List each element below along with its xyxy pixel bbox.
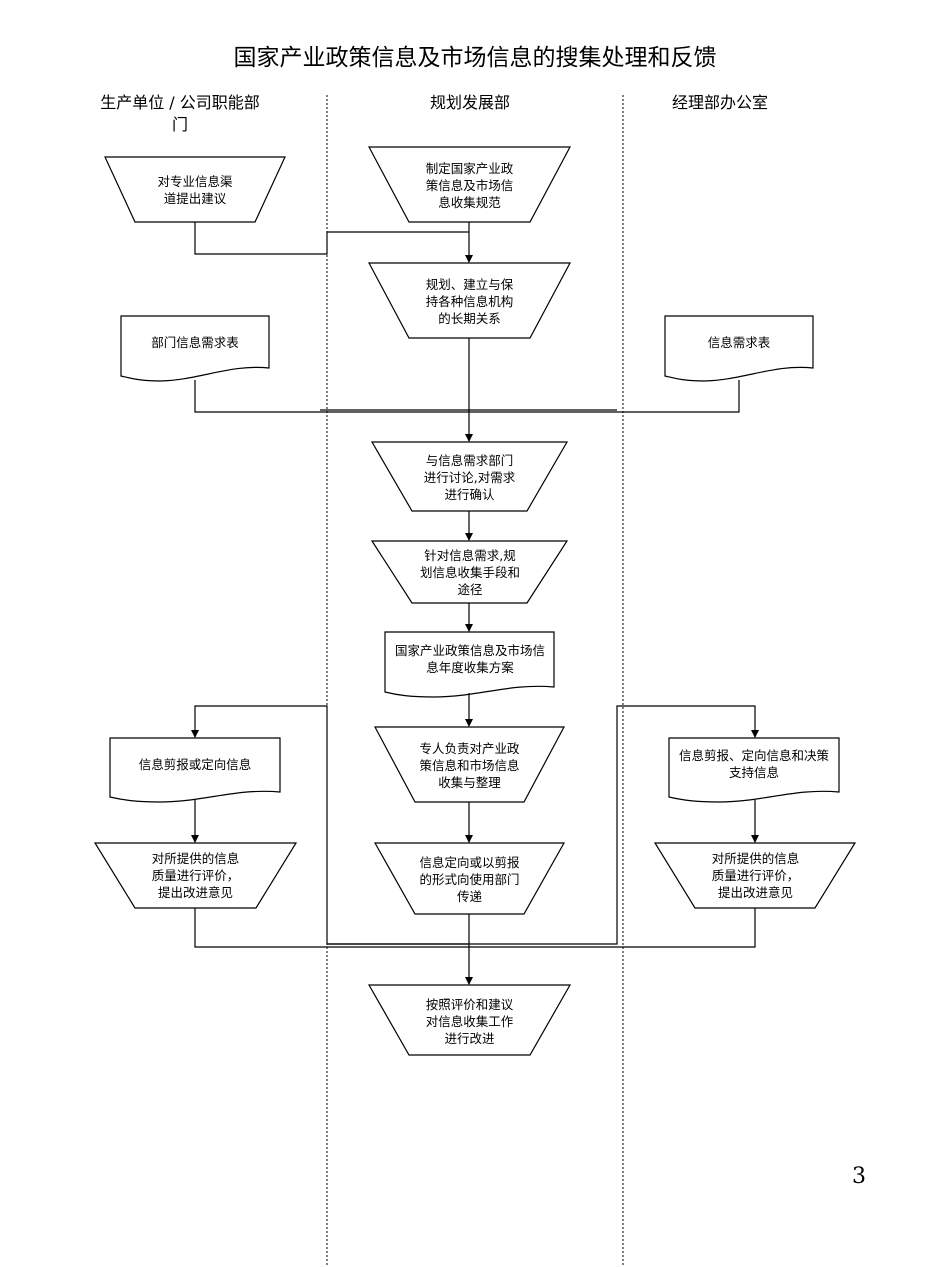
shape-suggest-channels (104, 156, 286, 223)
shape-left-clipping (109, 737, 281, 803)
node-left-evaluate: 对所提供的信息质量进行评价，提出改进意见 (151, 850, 240, 900)
shape-improve (367, 984, 572, 1056)
connector-suggest (194, 222, 469, 255)
connector-dept-form (194, 380, 469, 413)
node-right-clipping: 信息剪报、定向信息和决策支持信息 (678, 748, 829, 780)
shape-left-evaluate (93, 842, 298, 909)
node-annual-plan: 国家产业政策信息及市场信息年度收集方案 (394, 643, 545, 675)
node-right-evaluate: 对所提供的信息质量进行评价，提出改进意见 (711, 850, 800, 900)
lane-header-production: 生产单位 / 公司职能部门 (100, 93, 260, 134)
node-make-standards: 制定国家产业政策信息及市场信息收集规范 (425, 160, 514, 210)
connector-left-eval (194, 908, 469, 948)
node-maintain-relations: 规划、建立与保持各种信息机构的长期关系 (425, 276, 514, 326)
lane-header-planning: 规划发展部 (429, 93, 510, 112)
node-plan-means: 针对信息需求,规划信息收集手段和途径 (420, 547, 521, 597)
shape-info-demand-form (664, 315, 814, 382)
lane-header-office: 经理部办公室 (671, 93, 768, 112)
page-number: 3 (852, 1164, 866, 1189)
shape-collect-organize (374, 726, 565, 803)
connector-info-form (469, 380, 740, 413)
node-info-demand-form: 信息需求表 (707, 334, 771, 350)
node-deliver-info: 信息定向或以剪报的形式向使用部门传递 (419, 854, 520, 904)
shape-dept-demand-form (120, 315, 270, 382)
shape-deliver-info (373, 842, 566, 915)
shape-right-clipping (668, 737, 840, 803)
shape-right-evaluate (653, 842, 857, 909)
page-title: 国家产业政策信息及市场信息的搜集处理和反馈 (233, 45, 717, 71)
node-dept-demand-form: 部门信息需求表 (151, 334, 239, 350)
node-collect-organize: 专人负责对产业政策信息和市场信息收集与整理 (419, 740, 520, 790)
node-left-clipping: 信息剪报或定向信息 (138, 756, 252, 772)
shape-annual-plan (384, 631, 555, 698)
node-discuss-confirm: 与信息需求部门进行讨论,对需求进行确认 (423, 452, 516, 502)
shape-make-standards (368, 146, 571, 223)
shape-discuss-confirm (370, 441, 569, 512)
node-suggest-channels: 对专业信息渠道提出建议 (157, 174, 233, 206)
connector-right-eval (469, 908, 756, 948)
shape-maintain-relations (368, 262, 571, 339)
shape-plan-means (370, 540, 569, 604)
node-improve: 按照评价和建议对信息收集工作进行改进 (425, 996, 514, 1046)
connector-deliver-loop (191, 705, 470, 945)
